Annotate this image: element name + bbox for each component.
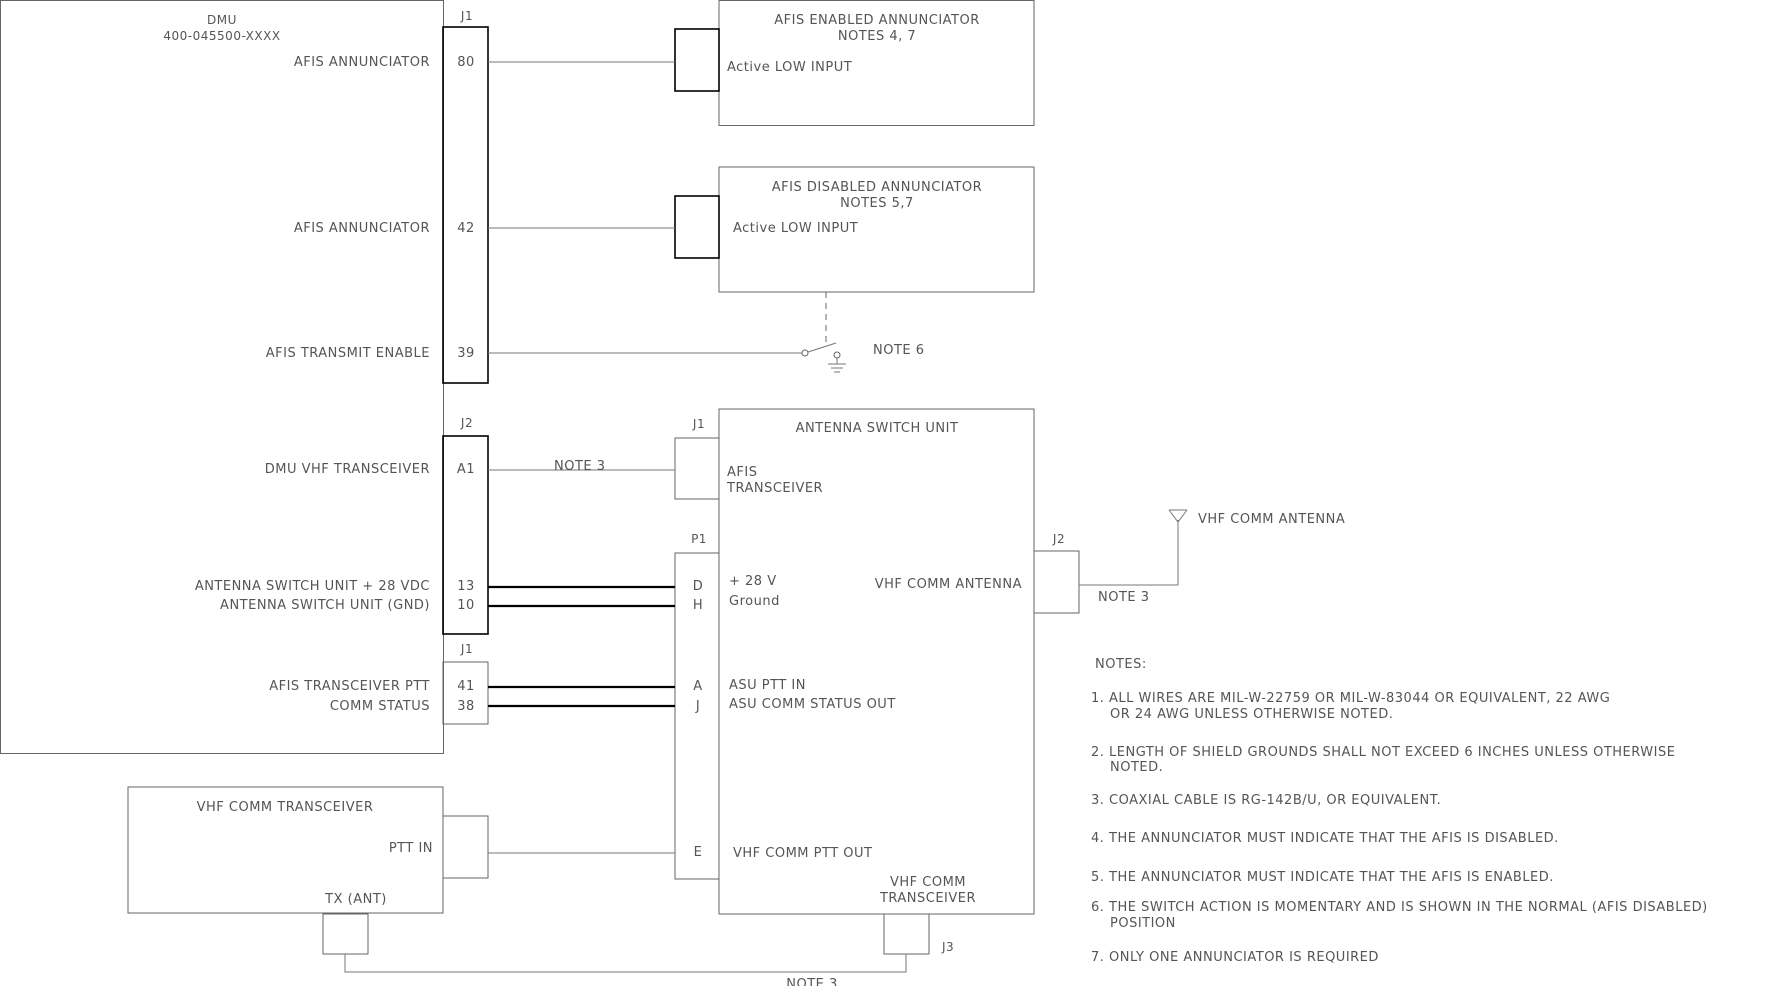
asu-power-label: + 28 V [729,574,777,589]
vhf-tx-label: TX (ANT) [324,892,387,907]
vhf-transceiver-title: VHF COMM TRANSCEIVER [197,800,374,815]
asu-j2-connector [1033,550,1080,614]
vhf-ptt-in-label: PTT IN [389,841,433,856]
pin-number: 42 [457,221,475,236]
note-line: 2. LENGTH OF SHIELD GROUNDS SHALL NOT EX… [1091,745,1675,760]
note-line: 7. ONLY ONE ANNUNCIATOR IS REQUIRED [1091,950,1379,965]
note-line: NOTED. [1110,760,1163,775]
wire-coax [344,954,907,973]
signal-label: AFIS TRANSCEIVER PTT [269,679,430,694]
switch-contact [801,349,809,357]
pin-number: 38 [457,699,475,714]
p1-pin: J [695,699,700,714]
disabled-annunciator-title: AFIS DISABLED ANNUNCIATOR [772,180,982,195]
switch-lever [807,342,837,353]
asu-afis-transceiver-line1: AFIS [727,465,757,480]
asu-ground-label: Ground [729,594,780,609]
disabled-annunciator-connector [674,195,720,259]
note-line: OR 24 AWG UNLESS OTHERWISE NOTED. [1110,707,1393,722]
asu-p1-connector [674,552,720,880]
enabled-annunciator-title: AFIS ENABLED ANNUNCIATOR [774,13,980,28]
signal-label: AFIS ANNUNCIATOR [294,221,430,236]
asu-j1-label: J1 [692,417,705,431]
antenna-label: VHF COMM ANTENNA [1198,512,1345,527]
p1-pin: H [693,598,703,613]
coax-note3: NOTE 3 [786,977,838,986]
enabled-annunciator-notes: NOTES 4, 7 [838,29,916,44]
notes-heading: NOTES: [1095,657,1147,672]
asu-j1-connector [674,437,720,500]
pin-number: 13 [457,579,475,594]
switch-note: NOTE 6 [873,343,925,358]
antenna-note3: NOTE 3 [1098,590,1150,605]
connector-j2 [442,435,489,635]
connector-j1-lower [442,661,489,725]
disabled-annunciator-input: Active LOW INPUT [733,221,858,236]
note-line: 1. ALL WIRES ARE MIL-W-22759 OR MIL-W-83… [1091,691,1610,706]
enabled-annunciator-input: Active LOW INPUT [727,60,852,75]
signal-label: AFIS TRANSMIT ENABLE [266,346,430,361]
switch-contact [833,351,841,359]
note-line: 3. COAXIAL CABLE IS RG-142B/U, OR EQUIVA… [1091,793,1441,808]
pin-number: 41 [457,679,475,694]
dmu-part-number: 400-045500-XXXX [163,29,280,43]
vhf-tx-connector [322,913,369,955]
enabled-annunciator-connector [674,28,720,92]
pin-number: 39 [457,346,475,361]
wire-antenna [1079,520,1179,586]
connector-j2-label: J2 [460,416,473,430]
asu-p1-label: P1 [691,532,707,546]
note-line: 6. THE SWITCH ACTION IS MOMENTARY AND IS… [1091,900,1708,915]
note-line: 5. THE ANNUNCIATOR MUST INDICATE THAT TH… [1091,870,1554,885]
asu-title: ANTENNA SWITCH UNIT [796,421,959,436]
p1-pin: D [693,579,704,594]
disabled-annunciator-notes: NOTES 5,7 [840,196,914,211]
pin-number: 80 [457,55,475,70]
asu-j3-connector [883,913,930,955]
signal-label: DMU VHF TRANSCEIVER [265,462,430,477]
connector-j1 [442,26,489,384]
asu-antenna-label: VHF COMM ANTENNA [875,577,1022,592]
note3-label: NOTE 3 [554,459,606,474]
asu-ptt-in-label: ASU PTT IN [729,678,806,693]
p1-pin: A [693,679,702,694]
antenna-icon [1168,509,1188,523]
signal-label: AFIS ANNUNCIATOR [294,55,430,70]
dmu-title: DMU [207,13,237,27]
asu-ptt-out-label: VHF COMM PTT OUT [733,846,872,861]
signal-label: COMM STATUS [330,699,430,714]
note-line: 4. THE ANNUNCIATOR MUST INDICATE THAT TH… [1091,831,1559,846]
dmu-box [0,0,444,754]
connector-j1-lower-label: J1 [460,642,473,656]
asu-afis-transceiver-line2: TRANSCEIVER [726,481,823,496]
asu-j3-label: J3 [941,940,954,954]
p1-pin: E [694,845,703,860]
signal-label: ANTENNA SWITCH UNIT (GND) [220,598,430,613]
asu-status-out-label: ASU COMM STATUS OUT [729,697,896,712]
pin-number: A1 [457,462,475,477]
asu-vhf-line1: VHF COMM [890,875,966,890]
pin-number: 10 [457,598,475,613]
vhf-ptt-connector [442,815,489,879]
signal-label: ANTENNA SWITCH UNIT + 28 VDC [195,579,430,594]
asu-j2-label: J2 [1052,532,1065,546]
asu-vhf-line2: TRANSCEIVER [879,891,976,906]
note-line: POSITION [1110,916,1176,931]
connector-j1-label: J1 [460,9,473,23]
